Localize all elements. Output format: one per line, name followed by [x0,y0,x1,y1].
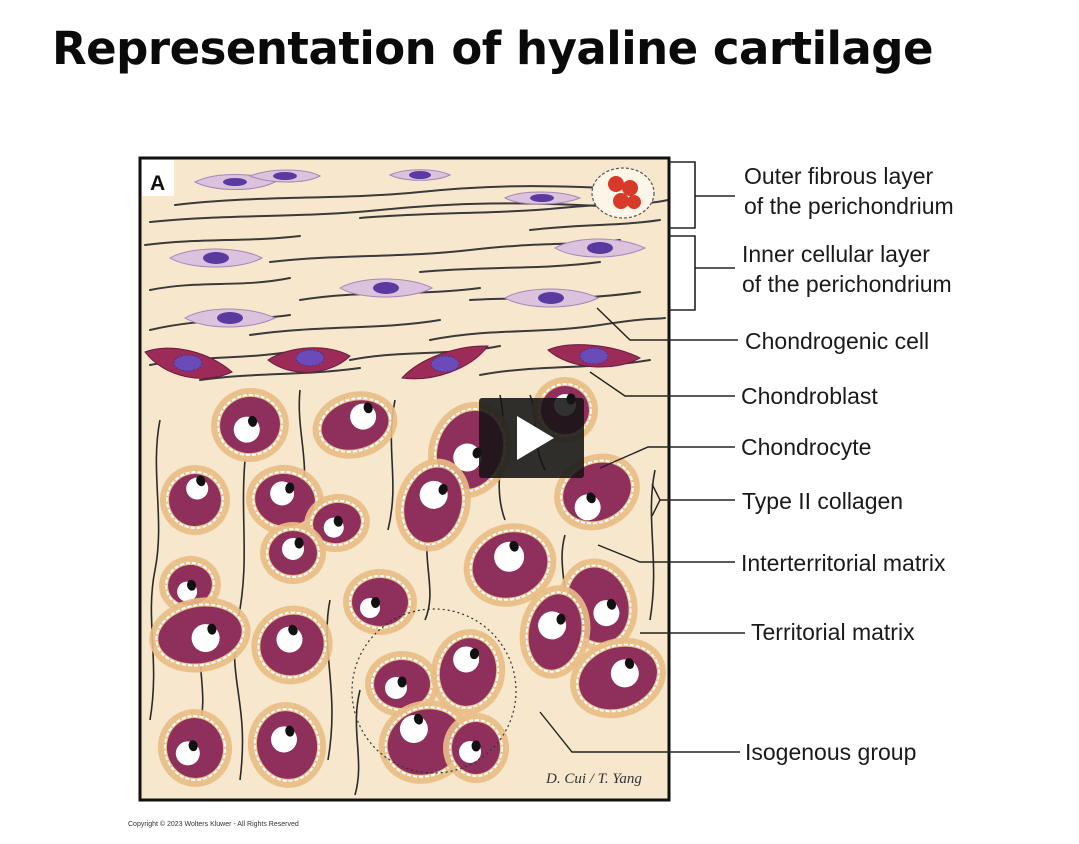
nucleus [285,725,295,737]
fibroblasts [169,169,647,328]
nucleus [285,482,295,494]
nucleus [606,598,617,610]
nucleus [196,475,206,487]
panel-label-box [142,160,174,196]
nucleus [509,540,519,552]
nucleus [363,402,373,414]
label-inner-cellular-line2: of the perichondrium [742,271,952,297]
lacuna-rim [166,471,224,529]
artist-signature: D. Cui / T. Yang [545,771,642,787]
nucleus [413,713,424,725]
nucleus [438,483,448,495]
chondrocyte [443,713,509,783]
nucleus [469,648,479,660]
chondrocyte [157,709,233,787]
nucleus [556,613,566,625]
lacuna-rim [266,528,320,578]
label-inner-cellular-line1: Inner cellular layer [742,241,930,267]
lacuna-rim [560,459,634,525]
chondrocyte [343,569,417,635]
lacuna-rim [217,393,283,457]
chondrocyte [247,702,327,788]
nucleus [288,624,298,636]
nucleus [207,623,217,635]
chondroblasts [144,344,642,380]
nucleus [397,676,407,688]
chondrocyte [149,597,251,673]
blood-vessel [591,167,655,219]
lacuna-rim [253,708,321,782]
copyright-notice: Copyright © 2023 Wolters Kluwer - All Ri… [128,821,299,828]
lacuna-rim [436,635,500,709]
video-play-button[interactable] [479,398,584,478]
lacuna-rim [257,611,327,679]
slide-title: Representation of hyaline cartilage [52,22,934,75]
chondrocyte [365,651,439,717]
lacuna-rim [155,603,245,667]
nucleus [187,579,197,591]
lacuna-rim [449,719,503,777]
label-interterritorial-matrix: Interterritorial matrix [741,550,946,576]
lacuna-rim [349,575,411,629]
nucleus [333,515,343,527]
nucleus [586,492,596,504]
leader-lines [539,307,745,753]
chondrocyte [395,458,471,552]
nucleus [294,537,304,549]
lacuna-rim [469,529,551,601]
chondrocyte [260,522,326,584]
label-chondrogenic-cell: Chondrogenic cell [745,328,929,354]
chondrocyte [570,637,666,719]
label-type-ii-collagen: Type II collagen [742,488,903,514]
isogenous-group-outline [351,608,517,774]
label-isogenous-group: Isogenous group [745,739,916,765]
label-chondrocyte: Chondrocyte [741,434,871,460]
nucleus [471,740,481,752]
nucleus [248,415,258,427]
chondrocyte [430,629,506,715]
chondrocyte [211,387,289,463]
chondrocyte [312,391,398,459]
brackets [669,161,735,311]
lacuna-rim [318,397,392,453]
lacuna-rim [165,561,215,609]
nucleus [624,658,635,669]
chondrocyte [463,523,557,607]
label-chondroblast: Chondroblast [741,383,878,409]
label-outer-fibrous-line2: of the perichondrium [744,193,954,219]
nucleus [188,740,198,752]
nucleus [371,597,380,608]
panel-border [138,156,671,802]
chondrocyte [519,585,591,679]
label-territorial-matrix: Territorial matrix [751,619,915,645]
chondrocyte-cytoplasm [352,578,408,626]
chondrocyte [160,465,230,535]
lacuna-rim [401,464,465,546]
chondrocyte [251,605,333,685]
lacuna-rim [163,715,227,781]
play-icon [517,416,554,460]
panel-label: A [150,172,165,195]
label-outer-fibrous-line1: Outer fibrous layer [744,163,934,189]
